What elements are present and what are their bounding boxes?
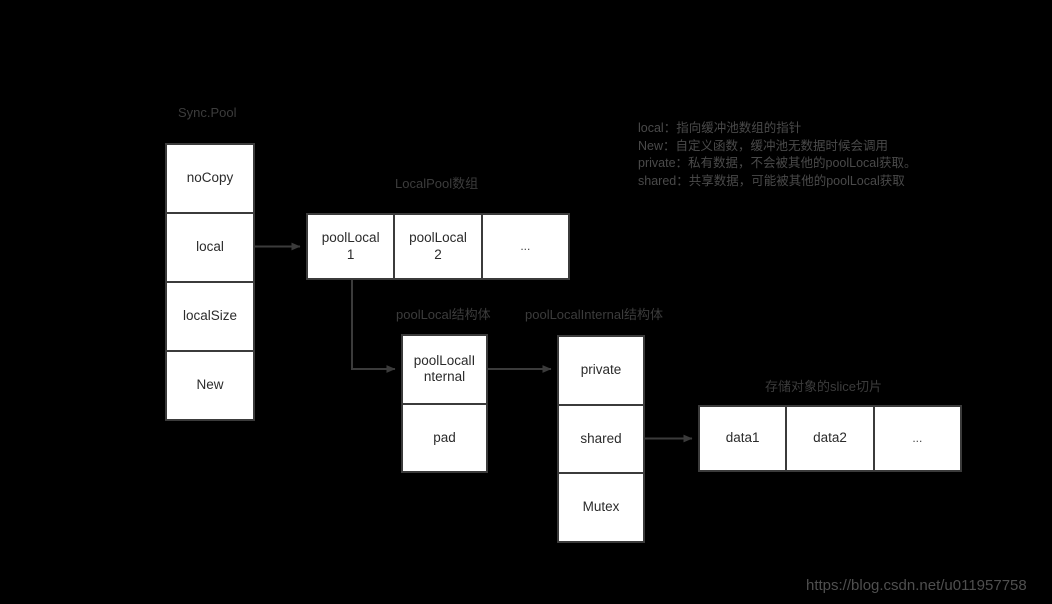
sync-pool-field-new: New [167,350,253,419]
annotation-note-local: local：指向缓冲池数组的指针 [638,121,802,135]
sync-pool-field-localsize: localSize [167,281,253,350]
annotation-note-shared: shared：共享数据，可能被其他的poolLocal获取 [638,173,905,188]
caption-poollocalinternal-struct: poolLocalInternal结构体 [525,307,664,322]
data-slice-cell-ellipsis: ... [872,407,960,470]
caption-sync-pool: Sync.Pool [178,105,237,120]
annotation-note-private: private：私有数据，不会被其他的poolLocal获取。 [638,156,917,170]
localpool-array: poolLocal 1 poolLocal 2 ... [306,213,570,280]
poollocalinternal-field-mutex: Mutex [559,472,643,542]
poollocal-struct: poolLocalI nternal pad [401,334,488,473]
sync-pool-field-local: local [167,212,253,281]
data-slice-cell-data2: data2 [785,407,873,470]
poollocalinternal-field-shared: shared [559,403,643,473]
caption-data-slice: 存储对象的slice切片 [765,379,883,394]
caption-poollocal-struct: poolLocal结构体 [396,307,491,322]
poollocal-field-pad: pad [403,402,486,471]
poollocal-field-poollocalinternal: poolLocalI nternal [403,336,486,403]
data-slice: data1 data2 ... [698,405,962,472]
data-slice-cell-data1: data1 [700,407,786,470]
poollocalinternal-struct: private shared Mutex [557,335,645,543]
poollocalinternal-field-private: private [559,337,643,404]
caption-localpool-array: LocalPool数组 [395,176,479,191]
connector-poollocal1-to-poollocal-struct [351,280,396,373]
localpool-array-cell-ellipsis: ... [480,215,568,278]
watermark: https://blog.csdn.net/u011957758 [806,577,1027,594]
localpool-array-cell-poollocal2: poolLocal 2 [393,215,481,278]
annotation-note-new: New：自定义函数，缓冲池无数据时候会调用 [638,138,889,153]
sync-pool-field-nocopy: noCopy [167,145,253,212]
localpool-array-cell-poollocal1: poolLocal 1 [308,215,394,278]
sync-pool-struct: noCopy local localSize New [165,143,255,421]
